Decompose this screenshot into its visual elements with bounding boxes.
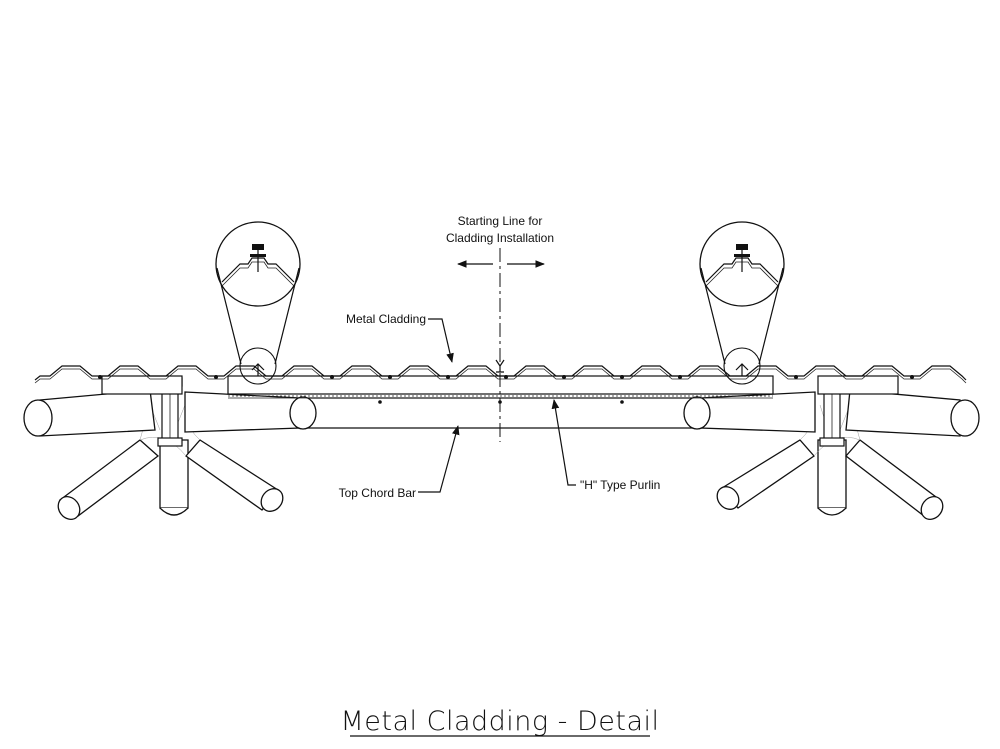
h-type-purlin-leader [551, 399, 576, 486]
starting-line-centerline [457, 248, 545, 442]
cladding-fasteners [98, 375, 914, 379]
right-node-assembly [699, 377, 980, 520]
right-detail-callout [699, 221, 785, 385]
left-diagonal-tube-2 [185, 439, 284, 512]
top-chord-bar [289, 396, 711, 430]
metal-cladding-label: Metal Cladding [346, 312, 426, 326]
left-node-assembly [23, 377, 301, 520]
left-diagonal-tube-1 [57, 439, 160, 520]
left-outer-chord-tube [23, 389, 156, 437]
left-detail-fastener-icon [221, 244, 295, 287]
right-detail-fastener-icon [705, 244, 779, 287]
right-diagonal-tube-1 [716, 439, 815, 510]
metal-cladding-leader [428, 318, 454, 363]
starting-line-label-2: Cladding Installation [446, 231, 554, 245]
left-vertical-tube [159, 439, 189, 516]
right-vertical-tube [817, 439, 847, 516]
top-chord-bar-label: Top Chord Bar [339, 486, 416, 500]
h-type-purlin-label: "H" Type Purlin [580, 478, 660, 492]
right-outer-chord-tube [845, 389, 980, 437]
top-chord-bar-leader [418, 425, 460, 493]
drawing-title: Metal Cladding - Detail [340, 706, 659, 737]
right-diagonal-tube-2 [845, 439, 944, 520]
starting-line-label-1: Starting Line for [458, 214, 543, 228]
metal-cladding-profile [34, 359, 967, 384]
left-detail-callout [215, 221, 301, 385]
